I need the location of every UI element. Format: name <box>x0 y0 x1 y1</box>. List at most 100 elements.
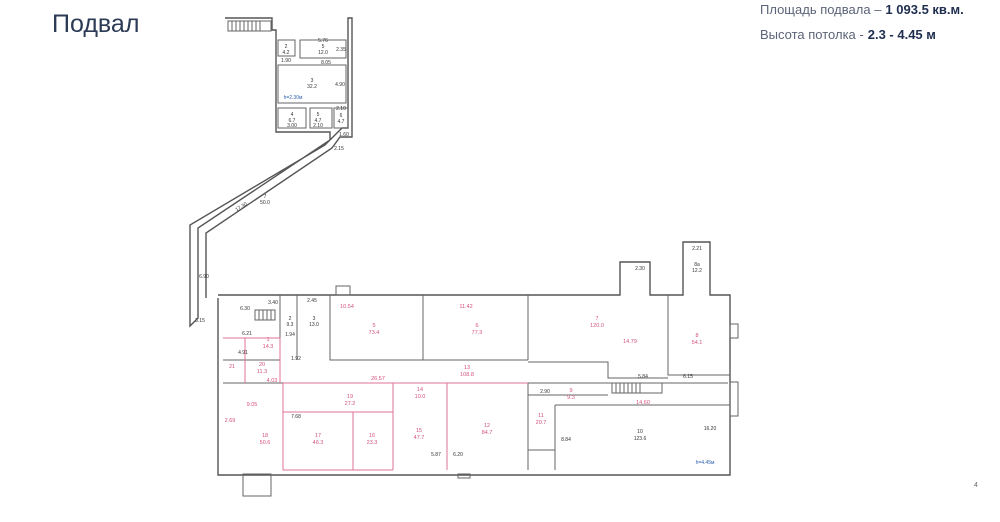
dimension: 2.10 <box>313 123 323 129</box>
room-label: 99.3 <box>567 388 575 401</box>
svg-text:5: 5 <box>372 323 375 329</box>
svg-text:32.2: 32.2 <box>307 84 317 90</box>
room-label: 54.7 <box>315 112 322 124</box>
svg-text:8: 8 <box>695 333 698 339</box>
room-label: 854.1 <box>692 333 703 346</box>
dimension: 1.92 <box>291 356 301 362</box>
dimension: 16.20 <box>704 426 717 432</box>
dimension: 3.15 <box>195 318 205 324</box>
svg-text:10.0: 10.0 <box>415 394 426 400</box>
ceiling-height-info: Высота потолка -2.3 - 4.45 м <box>760 27 936 42</box>
svg-text:19: 19 <box>347 394 353 400</box>
dimension: 4.91 <box>238 350 248 356</box>
svg-text:14.3: 14.3 <box>263 344 274 350</box>
dimension: 2.21 <box>692 246 702 252</box>
svg-text:7: 7 <box>264 194 267 200</box>
svg-text:50.0: 50.0 <box>260 200 270 206</box>
dimension: 6.21 <box>242 331 252 337</box>
svg-text:9.3: 9.3 <box>287 322 294 328</box>
dimension: 6.30 <box>240 306 250 312</box>
svg-text:5: 5 <box>317 112 320 118</box>
svg-text:23.3: 23.3 <box>367 440 378 446</box>
svg-text:47.7: 47.7 <box>414 435 425 441</box>
dimension: 6.15 <box>683 374 693 380</box>
dimension: 2.10 <box>336 106 346 112</box>
dimension: 9.05 <box>247 402 258 408</box>
dimension: 17.30 <box>235 201 249 213</box>
page-title: Подвал <box>52 10 140 38</box>
svg-text:50.6: 50.6 <box>260 440 271 446</box>
svg-text:17: 17 <box>315 433 321 439</box>
svg-text:20: 20 <box>259 362 265 368</box>
svg-text:4.7: 4.7 <box>315 118 322 124</box>
svg-text:5: 5 <box>322 44 325 50</box>
room-label: 332.2 <box>307 78 317 90</box>
dimension: 2.90 <box>540 389 550 395</box>
room-label: 64.7 <box>338 113 345 125</box>
svg-text:2: 2 <box>289 316 292 322</box>
svg-text:6.7: 6.7 <box>289 118 296 124</box>
svg-text:6: 6 <box>475 323 478 329</box>
dimension: 3.00 <box>287 123 297 129</box>
svg-text:108.8: 108.8 <box>460 372 474 378</box>
dimension: 7.68 <box>291 414 301 420</box>
area-label: Площадь подвала – <box>760 2 882 17</box>
room-label: 29.3 <box>287 316 294 328</box>
room-label: 114.3 <box>263 337 274 350</box>
svg-text:12.2: 12.2 <box>692 268 702 274</box>
room-label: 313.0 <box>309 316 319 328</box>
svg-text:14: 14 <box>417 387 423 393</box>
dimension: 14.60 <box>636 400 650 406</box>
svg-text:12: 12 <box>484 423 490 429</box>
svg-text:2: 2 <box>285 44 288 50</box>
svg-text:15: 15 <box>416 428 422 434</box>
svg-text:4.7: 4.7 <box>338 119 345 125</box>
svg-text:3: 3 <box>313 316 316 322</box>
svg-text:16: 16 <box>369 433 375 439</box>
height-label: Высота потолка - <box>760 27 864 42</box>
svg-text:54.1: 54.1 <box>692 340 703 346</box>
dimension: 8.05 <box>321 60 331 66</box>
dimension: 6.90 <box>199 274 209 280</box>
upper-block-walls <box>189 17 353 328</box>
room-label: 512.0 <box>318 44 328 56</box>
svg-text:123.6: 123.6 <box>634 436 647 442</box>
dimension: 14.79 <box>623 339 637 345</box>
svg-text:9.3: 9.3 <box>567 395 575 401</box>
dimension: 2.45 <box>307 298 317 304</box>
svg-text:8a: 8a <box>694 262 700 268</box>
ceiling-height-main: h=4.45м <box>696 460 715 466</box>
svg-text:46.3: 46.3 <box>313 440 324 446</box>
room-label: 573.4 <box>369 323 380 336</box>
svg-text:21: 21 <box>229 364 235 370</box>
dimension: 2.15 <box>334 146 344 152</box>
dimension: 1.60 <box>339 132 349 138</box>
dimension: 2.69 <box>225 418 236 424</box>
dimension: 6.20 <box>453 452 463 458</box>
svg-text:4.2: 4.2 <box>283 50 290 56</box>
dimension: 26.57 <box>371 376 385 382</box>
svg-text:84.7: 84.7 <box>482 430 493 436</box>
room-label: 21 <box>229 364 235 370</box>
svg-text:12.0: 12.0 <box>318 50 328 56</box>
svg-text:6: 6 <box>340 113 343 119</box>
dimension: 8.84 <box>561 437 571 443</box>
ceiling-height-upper: h=2.30м <box>284 95 303 101</box>
svg-text:120.0: 120.0 <box>590 323 604 329</box>
svg-text:9: 9 <box>569 388 572 394</box>
dimension-labels: 1.90 5.76 2.35 8.05 4.90 3.00 2.10 2.10 … <box>195 38 716 466</box>
dimension: 11.42 <box>459 304 472 310</box>
room-label: 677.3 <box>472 323 483 336</box>
